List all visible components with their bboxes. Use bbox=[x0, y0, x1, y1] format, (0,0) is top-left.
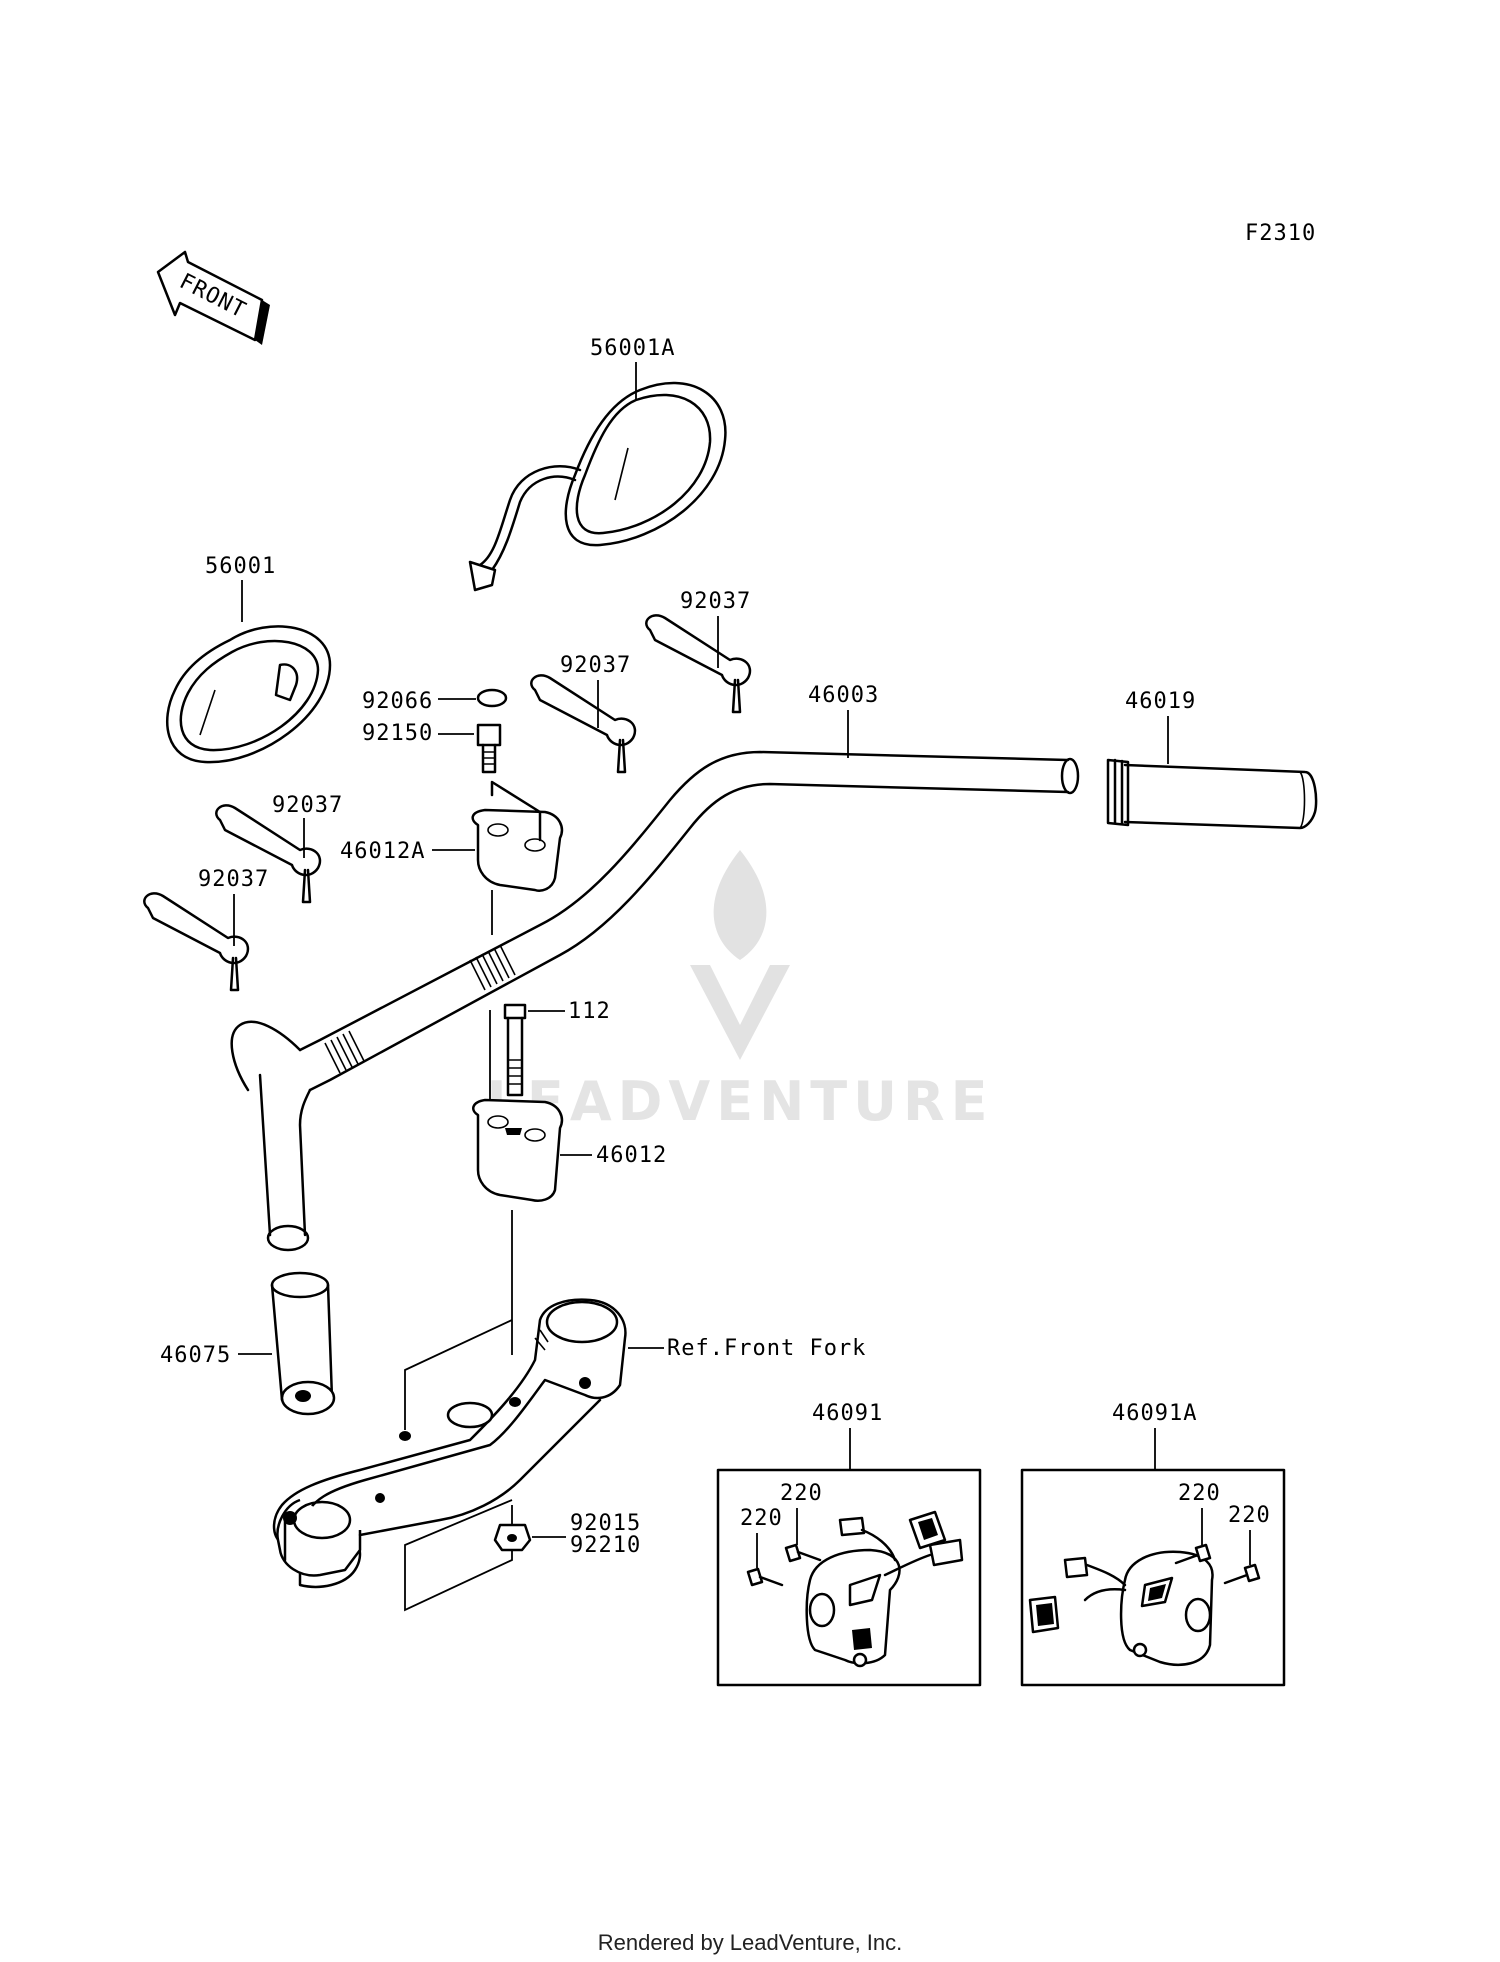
label-56001: 56001 bbox=[205, 554, 276, 579]
clamp-upper-46012A[interactable] bbox=[471, 780, 564, 892]
bolt-112[interactable] bbox=[503, 1003, 527, 1097]
label-56001A: 56001A bbox=[590, 336, 675, 361]
mirror-cover-92037-d[interactable] bbox=[143, 892, 250, 992]
screw-220-a[interactable] bbox=[784, 1543, 822, 1563]
label-92037-a: 92037 bbox=[680, 589, 751, 614]
label-92015: 92015 bbox=[570, 1511, 641, 1536]
label-220-a: 220 bbox=[780, 1481, 823, 1506]
watermark-text: LEADVENTURE bbox=[487, 1070, 994, 1133]
front-arrow-icon: FRONT bbox=[156, 250, 270, 345]
label-92037-c: 92037 bbox=[272, 793, 343, 818]
clamp-lower-46012[interactable] bbox=[472, 1098, 564, 1202]
screw-220-b[interactable] bbox=[746, 1567, 784, 1587]
cap-92066[interactable] bbox=[476, 688, 508, 708]
label-92210: 92210 bbox=[570, 1533, 641, 1558]
footer-credit: Rendered by LeadVenture, Inc. bbox=[597, 1930, 903, 1955]
label-46075: 46075 bbox=[160, 1343, 231, 1368]
label-112: 112 bbox=[568, 999, 611, 1024]
screw-220-d[interactable] bbox=[1223, 1563, 1261, 1585]
box-46091 bbox=[716, 1468, 982, 1687]
mirror-cover-92037-b[interactable] bbox=[530, 674, 637, 774]
screw-220-c[interactable] bbox=[1174, 1543, 1212, 1565]
label-46012: 46012 bbox=[596, 1143, 667, 1168]
label-220-d: 220 bbox=[1228, 1503, 1271, 1528]
label-92150: 92150 bbox=[362, 721, 433, 746]
label-92037-b: 92037 bbox=[560, 653, 631, 678]
switch-housing-46091[interactable] bbox=[805, 1510, 964, 1668]
grip-left-46075[interactable] bbox=[270, 1271, 336, 1416]
mirror-left-56001[interactable] bbox=[166, 625, 332, 764]
label-ref-front-fork: Ref.Front Fork bbox=[667, 1336, 866, 1361]
watermark-logo bbox=[690, 850, 790, 1060]
nut-92015-92210[interactable] bbox=[493, 1523, 532, 1552]
label-92066: 92066 bbox=[362, 689, 433, 714]
label-220-b: 220 bbox=[740, 1506, 783, 1531]
box-46091A bbox=[1020, 1468, 1286, 1687]
label-92037-d: 92037 bbox=[198, 867, 269, 892]
bolt-92150[interactable] bbox=[476, 723, 502, 774]
grip-right-46019[interactable] bbox=[1106, 758, 1318, 830]
label-46091A: 46091A bbox=[1112, 1401, 1197, 1426]
mirror-cover-92037-c[interactable] bbox=[215, 804, 322, 904]
label-46019: 46019 bbox=[1125, 689, 1196, 714]
mirror-right-56001A[interactable] bbox=[468, 381, 727, 592]
label-46091: 46091 bbox=[812, 1401, 883, 1426]
label-220-c: 220 bbox=[1178, 1481, 1221, 1506]
switch-housing-46091A[interactable] bbox=[1028, 1550, 1214, 1666]
label-46003: 46003 bbox=[808, 683, 879, 708]
steering-stem-bracket[interactable] bbox=[272, 1298, 627, 1589]
mirror-cover-92037-a[interactable] bbox=[645, 614, 752, 714]
handlebar-46003[interactable] bbox=[230, 750, 1080, 1252]
diagram-code: F2310 bbox=[1245, 221, 1316, 246]
label-46012A: 46012A bbox=[340, 839, 425, 864]
